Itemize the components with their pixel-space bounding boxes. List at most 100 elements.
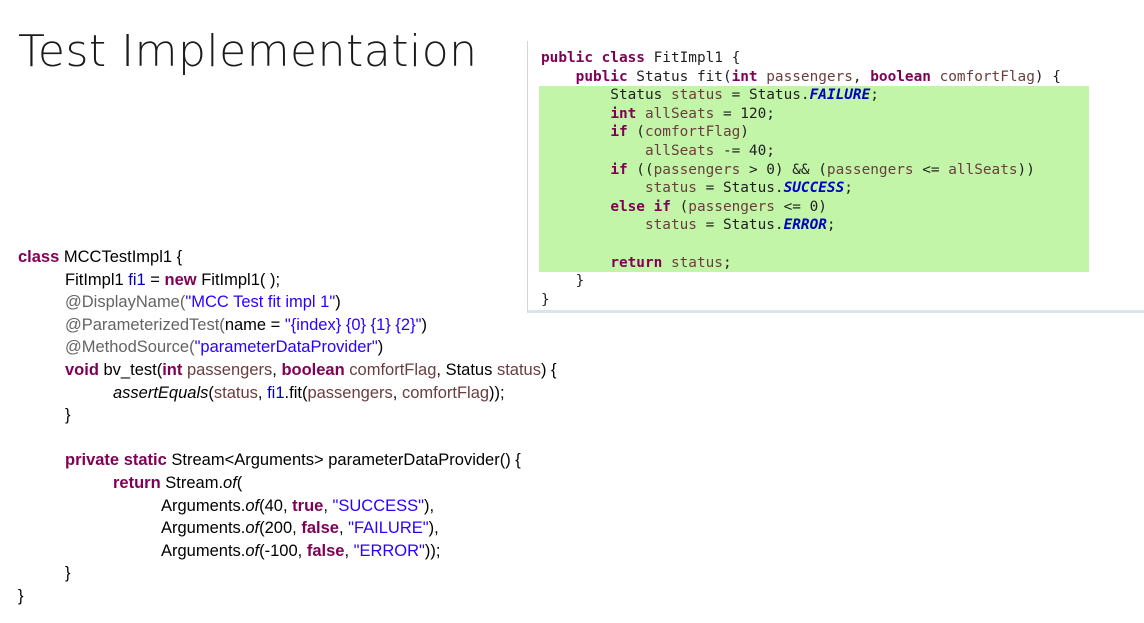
code-token: } [541,273,585,290]
code-line-text: Status status = Status.FAILURE; [528,86,1089,105]
code-token: ) { [540,360,557,379]
code-token: ) [335,293,341,312]
code-token: ( [670,198,689,215]
mcc-test-code: class MCCTestImpl1 {FitImpl1 fi1 = new F… [18,246,557,608]
code-token: ), [424,496,435,515]
code-token: passengers [182,360,273,379]
code-line: Arguments.of(-100, false, "ERROR")); [18,540,557,563]
code-token: } [65,564,71,583]
code-token: passengers [653,161,741,178]
code-line-text: } [528,291,1144,310]
code-token: status [644,217,697,234]
code-line: private static Stream<Arguments> paramet… [18,449,557,472]
code-token: , [338,519,349,538]
code-token: "ERROR" [353,541,425,560]
code-line: void bv_test(int passengers, boolean com… [18,359,557,382]
code-token: <= [913,161,949,178]
code-line-text: } [528,272,1144,291]
code-token: ERROR [783,217,827,234]
code-token: <= 0) [774,198,827,215]
code-token: return [610,254,663,271]
code-line-text: if (comfortFlag) [528,123,1089,142]
code-token: , [392,383,402,402]
code-token: name = [224,315,285,334]
code-token: ) [377,338,384,357]
code-line: public class FitImpl1 { [528,49,1144,68]
covered-code-line: int allSeats = 120; [539,104,1089,124]
code-token: status [670,87,723,104]
code-token: false [306,541,345,560]
code-line: } [528,291,1144,310]
code-token: "MCC Test fit impl 1" [185,293,336,312]
code-token: bv_test( [98,360,163,379]
code-token: of [245,541,260,560]
code-token: fi1 [128,270,146,289]
code-token: ), [428,519,439,538]
code-token [541,69,576,85]
code-token: = [145,270,165,289]
code-token: allSeats [644,142,715,159]
covered-code-line: if ((passengers > 0) && (passengers <= a… [539,160,1089,180]
code-line: assertEquals(status, fi1.fit(passengers,… [18,382,557,405]
code-line: } [18,562,557,585]
code-token: "SUCCESS" [332,496,424,515]
code-line: @MethodSource("parameterDataProvider") [18,336,557,359]
code-token: MCCTestImpl1 { [59,248,183,266]
code-token: FitImpl1( ); [196,270,281,289]
fit-impl-code-panel: public class FitImpl1 { public Status fi… [527,41,1144,313]
code-token: void [65,360,99,379]
code-line [18,427,557,450]
code-token: boolean [870,68,931,85]
code-token: passengers [826,161,914,178]
code-line: } [18,585,557,608]
code-token: fi1 [267,383,285,402]
code-token: , Status [436,360,497,379]
code-token [541,106,610,122]
code-token [18,429,23,447]
code-token: static [123,451,167,470]
code-token: ) [421,315,427,334]
code-token: ) [740,124,749,141]
code-token: (200, [259,519,302,538]
code-token: ; [826,217,836,234]
code-line: class MCCTestImpl1 { [18,246,557,269]
covered-code-line: status = Status.SUCCESS; [539,179,1089,198]
code-token: "parameterDataProvider" [194,338,378,357]
code-token: status [213,383,258,402]
code-token: ( [208,383,214,402]
code-line-text [528,235,1089,254]
code-token: ) { [1034,68,1061,85]
covered-code-line: Status status = Status.FAILURE; [539,86,1089,105]
code-token: new [164,270,197,289]
code-token: return [113,473,161,492]
code-token: of [245,496,260,515]
code-line-text: else if (passengers <= 0) [528,198,1089,217]
code-line: @DisplayName("MCC Test fit impl 1") [18,291,557,314]
code-token: int [731,68,758,85]
code-line: return Stream.of( [18,472,557,495]
code-line-text: if ((passengers > 0) && (passengers <= a… [528,161,1089,180]
code-token: (-100, [259,541,307,560]
code-token: (( [627,161,654,178]
code-token: of [223,473,237,492]
code-line-text: return status; [528,254,1089,273]
code-line-text: allSeats -= 40; [528,142,1089,161]
code-token: else if [610,198,671,215]
code-token: "FAILURE" [348,519,429,538]
code-token: = Status. [696,180,784,197]
code-token: ( [627,124,645,141]
code-token: , [852,68,871,85]
code-token: class [18,248,60,266]
code-token: ; [844,180,853,197]
fit-impl-code: public class FitImpl1 { public Status fi… [528,49,1144,309]
code-token: = 120; [714,105,775,122]
code-line-text: status = Status.SUCCESS; [528,179,1089,198]
code-token: passengers [757,68,853,85]
slide-title: Test Implementation [18,26,478,77]
covered-code-line: return status; [539,253,1089,273]
code-token: passengers [688,198,775,215]
code-token: = Status. [696,217,784,234]
code-token [541,217,645,233]
code-token: int [162,360,183,379]
code-token: public class [541,50,645,66]
